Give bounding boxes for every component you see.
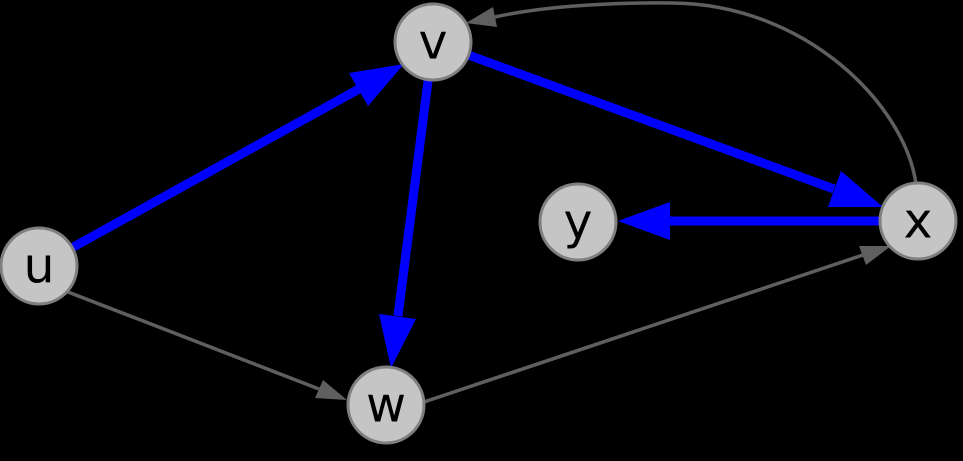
arrowhead-u-w [315, 380, 347, 400]
arrowhead-w-x [859, 246, 891, 265]
edge-v-x [431, 37, 836, 194]
edge-v-w [393, 41, 438, 317]
node-u [0, 226, 79, 306]
node-y [538, 182, 618, 262]
edge-u-w [67, 290, 320, 391]
node-label-x: x [904, 193, 933, 250]
node-x [878, 181, 958, 261]
arrowhead-x-y [618, 202, 670, 240]
arrowhead-v-w [379, 314, 416, 368]
node-label-y: y [564, 194, 593, 251]
arrowhead-x-v [466, 7, 497, 27]
nodes-layer: u v w x y [0, 2, 958, 445]
node-label-u: u [23, 238, 54, 295]
edge-u-v [36, 85, 362, 270]
node-label-v: v [419, 14, 448, 71]
arrowhead-v-x [828, 171, 883, 207]
edge-x-v [494, 1, 918, 185]
edge-w-x [399, 253, 864, 412]
node-w [346, 365, 426, 445]
arrowhead-u-v [349, 64, 404, 106]
node-label-w: w [366, 377, 406, 434]
edges-layer [36, 1, 918, 412]
node-v [393, 2, 473, 82]
